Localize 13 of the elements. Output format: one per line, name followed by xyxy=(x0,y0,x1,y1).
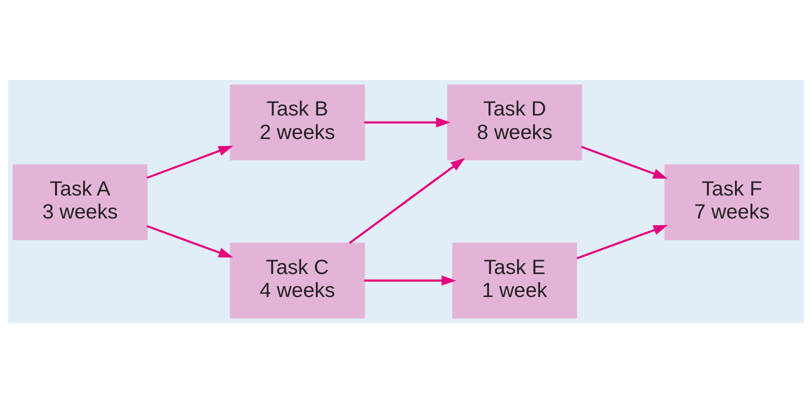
node-box: Task C 4 weeks xyxy=(230,242,365,318)
arrow xyxy=(364,117,451,128)
node-box: Task B 2 weeks xyxy=(230,84,365,160)
node-box: Task F 7 weeks xyxy=(664,164,800,240)
arrow xyxy=(146,225,234,258)
node-box: Task E 1 week xyxy=(452,242,577,318)
arrow xyxy=(576,225,668,260)
arrow xyxy=(146,146,234,179)
node-box: Task D 8 weeks xyxy=(447,84,582,160)
arrow xyxy=(348,158,465,244)
arrow xyxy=(364,276,456,286)
node-box: Task A 3 weeks xyxy=(12,164,148,240)
arrow xyxy=(581,146,668,179)
